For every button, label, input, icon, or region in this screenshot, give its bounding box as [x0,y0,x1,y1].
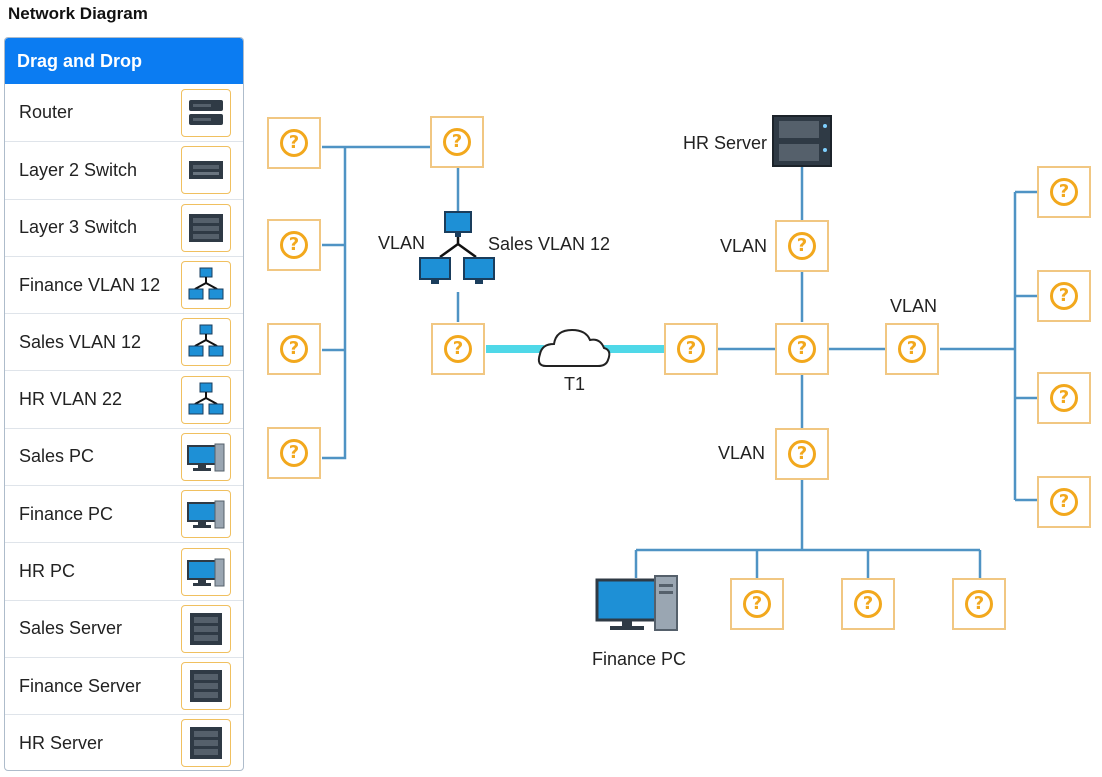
drop-zone-finance-2[interactable]: ? [841,578,895,630]
palette-item-sales-server[interactable]: Sales Server [5,599,243,657]
hr-server-icon [772,115,832,167]
question-mark-icon: ? [443,128,471,156]
pc-icon [181,547,231,596]
palette-item-label: Sales Server [19,618,123,639]
palette-item-finance-server[interactable]: Finance Server [5,656,243,714]
palette-item-router[interactable]: Router [5,84,243,141]
question-mark-icon: ? [743,590,771,618]
drop-zone-sales-router[interactable]: ? [431,323,485,375]
question-mark-icon: ? [898,335,926,363]
drop-zone-right-4[interactable]: ? [1037,476,1091,528]
drop-zone-left-4[interactable]: ? [267,427,321,479]
question-mark-icon: ? [965,590,993,618]
layer2-switch-icon [181,146,231,195]
vlan-icon [181,375,231,424]
palette-item-label: Finance PC [19,503,114,524]
question-mark-icon: ? [1050,488,1078,516]
pc-icon [181,432,231,481]
drop-zone-finance-vlan[interactable]: ? [775,428,829,480]
wan-label: T1 [564,374,586,394]
palette-item-layer-3-switch[interactable]: Layer 3 Switch [5,198,243,256]
finance-pc-icon [595,575,678,631]
question-mark-icon: ? [677,335,705,363]
palette-item-label: HR PC [19,561,76,582]
palette-item-label: Sales VLAN 12 [19,331,142,352]
drop-zone-left-2[interactable]: ? [267,219,321,271]
drop-zone-core-switch[interactable]: ? [775,323,829,375]
drop-zone-left-3[interactable]: ? [267,323,321,375]
vlan-label-left: VLAN [378,233,426,253]
palette-item-sales-pc[interactable]: Sales PC [5,427,243,485]
palette-item-layer-2-switch[interactable]: Layer 2 Switch [5,141,243,198]
question-mark-icon: ? [788,232,816,260]
question-mark-icon: ? [788,440,816,468]
drop-zone-finance-1[interactable]: ? [730,578,784,630]
question-mark-icon: ? [788,335,816,363]
vlan-label-hr: VLAN [720,236,768,256]
page-title: Network Diagram [8,4,148,23]
question-mark-icon: ? [280,129,308,157]
drop-zone-right-1[interactable]: ? [1037,166,1091,218]
question-mark-icon: ? [1050,178,1078,206]
question-mark-icon: ? [280,231,308,259]
palette-item-label: Sales PC [19,446,95,467]
question-mark-icon: ? [444,335,472,363]
palette-item-finance-pc[interactable]: Finance PC [5,485,243,542]
drop-zone-right-3[interactable]: ? [1037,372,1091,424]
router-icon [181,88,231,137]
palette-item-label: HR VLAN 22 [19,389,123,410]
server-icon [181,719,231,768]
drop-zone-hq-router[interactable]: ? [664,323,718,375]
palette-item-label: Layer 2 Switch [19,159,138,180]
sales-vlan-label: Sales VLAN 12 [488,234,611,254]
question-mark-icon: ? [1050,282,1078,310]
drop-zone-right-vlan[interactable]: ? [885,323,939,375]
server-icon [181,662,231,711]
palette-header: Drag and Drop [5,38,243,84]
vlan-icon [181,261,231,310]
palette-item-hr-vlan-22[interactable]: HR VLAN 22 [5,370,243,427]
hr-server-label: HR Server [683,133,768,153]
sales-vlan-icon [419,211,495,284]
finance-pc-label: Finance PC [592,649,687,669]
drop-zone-hr-vlan[interactable]: ? [775,220,829,272]
palette-item-hr-pc[interactable]: HR PC [5,542,243,599]
layer3-switch-icon [181,203,231,252]
question-mark-icon: ? [280,335,308,363]
palette-item-label: Layer 3 Switch [19,217,138,238]
vlan-label-finance: VLAN [718,443,766,463]
drop-zone-sales-switch[interactable]: ? [430,116,484,168]
question-mark-icon: ? [854,590,882,618]
server-icon [181,604,231,653]
drop-zone-left-1[interactable]: ? [267,117,321,169]
palette-item-label: Finance VLAN 12 [19,274,161,295]
drop-zone-right-2[interactable]: ? [1037,270,1091,322]
drop-zone-finance-3[interactable]: ? [952,578,1006,630]
palette-item-finance-vlan-12[interactable]: Finance VLAN 12 [5,255,243,313]
palette-item-label: Finance Server [19,675,142,696]
vlan-label-right: VLAN [890,296,938,316]
wan-cloud-icon [537,328,611,367]
palette-item-hr-server[interactable]: HR Server [5,714,243,770]
vlan-icon [181,318,231,367]
pc-icon [181,490,231,539]
question-mark-icon: ? [1050,384,1078,412]
palette-item-label: Router [19,102,74,123]
palette-item-sales-vlan-12[interactable]: Sales VLAN 12 [5,313,243,370]
question-mark-icon: ? [280,439,308,467]
palette-item-label: HR Server [19,732,104,753]
